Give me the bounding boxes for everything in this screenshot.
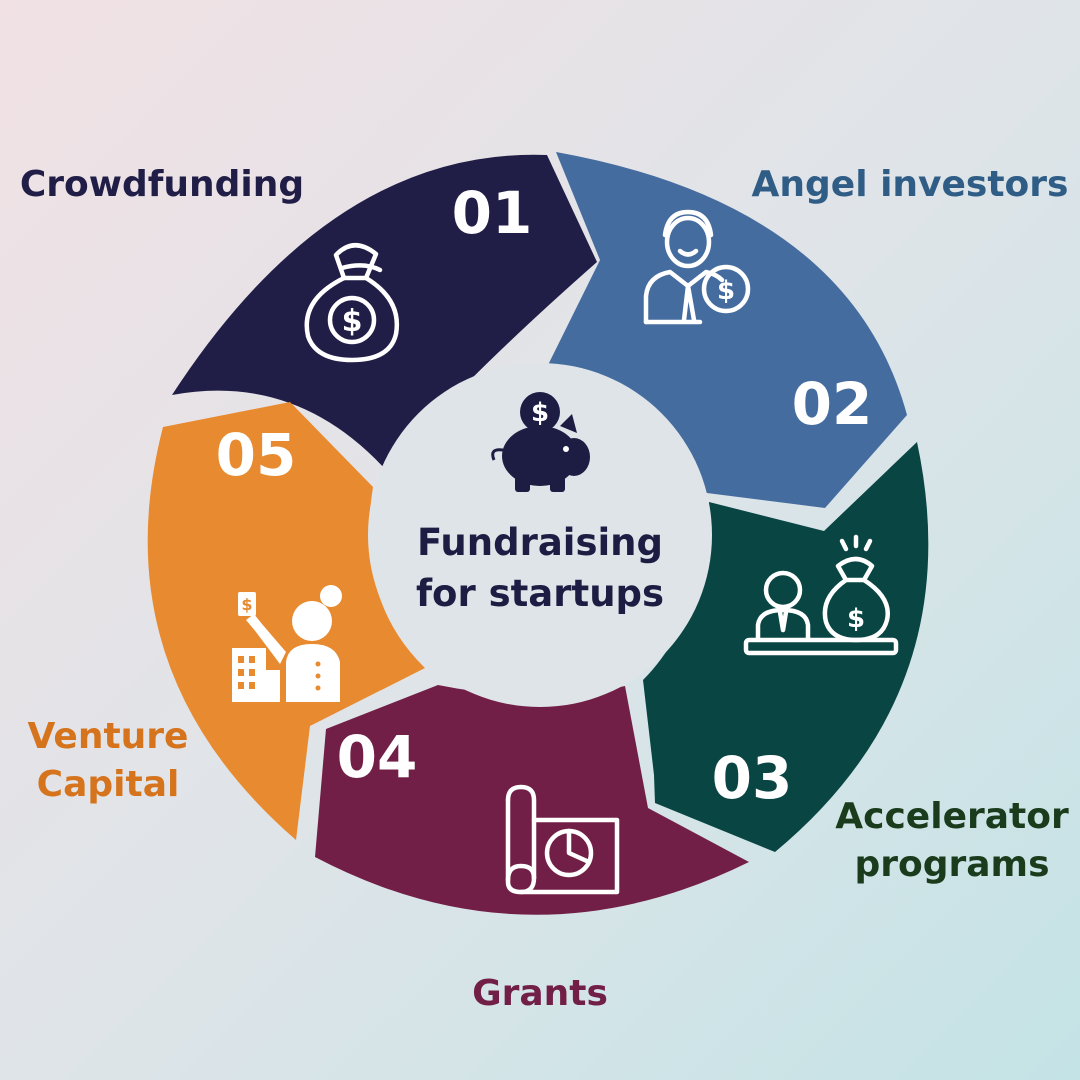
- venture-capitalist-icon: $: [232, 585, 342, 702]
- segment-01-number: 01: [452, 179, 533, 247]
- accelerator-icon: $: [743, 534, 899, 656]
- segment-03-label-line2: programs: [854, 844, 1049, 885]
- document-chart-icon: [505, 784, 620, 895]
- piggy-eye: [563, 446, 569, 452]
- svg-text:$: $: [717, 276, 735, 306]
- svg-text:$: $: [342, 304, 363, 339]
- segment-02-number: 02: [792, 370, 873, 438]
- segment-04-label: Grants: [472, 973, 608, 1014]
- segment-03-label-line1: Accelerator: [835, 796, 1069, 837]
- segment-05-number: 05: [216, 421, 297, 489]
- money-bag-icon: $: [304, 243, 400, 363]
- svg-text:$: $: [241, 595, 252, 614]
- ring: [147, 152, 929, 915]
- center-title-line2: for startups: [416, 572, 664, 615]
- segment-05-label-line2: Capital: [37, 764, 180, 805]
- center-hub: [368, 363, 712, 707]
- center-title-line1: Fundraising: [417, 521, 663, 564]
- segment-05-label-line1: Venture: [28, 716, 189, 757]
- segment-02[interactable]: [548, 152, 907, 508]
- investor-icon: $: [643, 209, 751, 325]
- piggy-bank-icon: [491, 392, 590, 492]
- coin-dollar-sign: $: [531, 398, 549, 428]
- segment-01[interactable]: [172, 154, 597, 470]
- segment-03-number: 03: [712, 744, 793, 812]
- segment-05[interactable]: [147, 402, 426, 840]
- svg-text:$: $: [847, 604, 865, 634]
- segment-02-label: Angel investors: [752, 164, 1069, 205]
- segment-04-number: 04: [337, 723, 418, 791]
- segment-01-label: Crowdfunding: [20, 164, 304, 205]
